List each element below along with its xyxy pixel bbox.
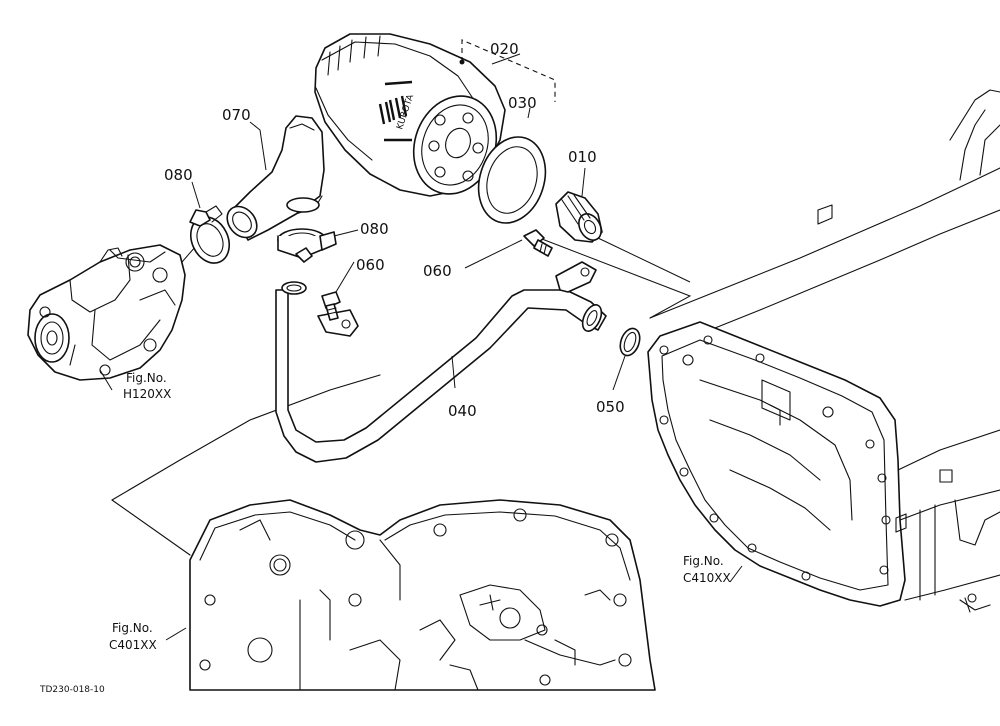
oil-filter: KUBOTA [314,33,506,197]
part-label-040: 040 [448,402,477,420]
flange-bolt-holes [659,335,891,581]
fig-ref-code: H120XX [123,387,171,401]
filter-adapter [555,191,603,243]
part-label-010: 010 [568,148,597,166]
fig-ref-label: Fig.No. [683,554,724,568]
fig-ref-code: C410XX [683,571,731,585]
bolt [321,291,341,321]
hose-clamp [189,205,231,264]
part-label-050: 050 [596,398,625,416]
part-label-070: 070 [222,106,251,124]
part-label-080: 080 [164,166,193,184]
hose-clamp [277,228,337,263]
fig-ref-label: Fig.No. [112,621,153,635]
fig-ref-code: C401XX [109,638,157,652]
part-label-030: 030 [508,94,537,112]
fig-ref-label: Fig.No. [126,371,167,385]
part-label-020: 020 [490,40,519,58]
part-label-060: 060 [356,256,385,274]
filter-gasket [477,136,547,224]
front-housing [111,374,656,691]
o-ring [619,327,641,357]
oil-pipe [275,261,607,463]
transmission-case [647,89,1000,613]
part-label-060: 060 [423,262,452,280]
hose [226,115,325,241]
part-label-080: 080 [360,220,389,238]
drawing-code: TD230-018-10 [39,685,105,695]
bolt [523,229,553,257]
hydraulic-pump [27,244,186,381]
